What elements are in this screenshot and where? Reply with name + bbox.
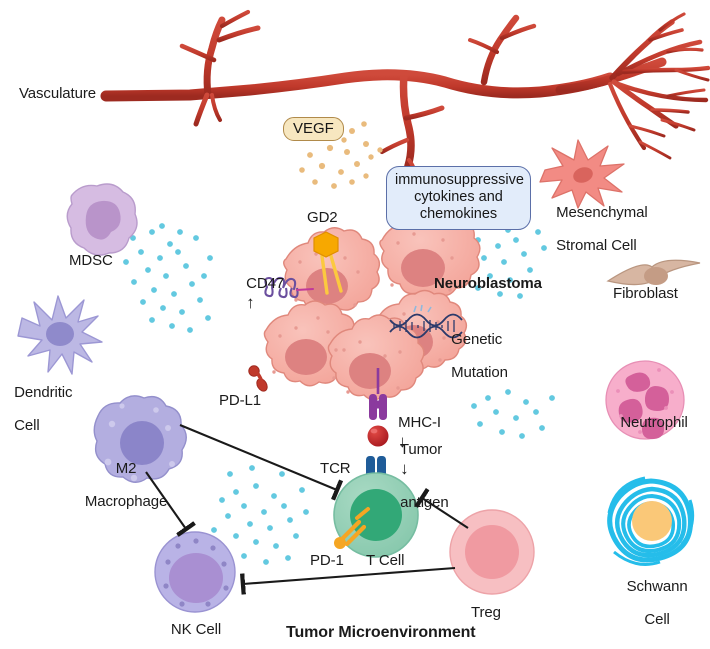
cytokine-box-line-1: immunosuppressive (395, 172, 524, 188)
tumor-antigen-marker (367, 425, 389, 447)
gd2-label: GD2 (307, 209, 338, 226)
mhc1-down-arrow-icon: ↓ (398, 431, 407, 451)
cd47-label-text: CD47 (246, 274, 285, 292)
figure-title: Tumor Microenvironment (286, 624, 476, 641)
m2-macrophage-label-line2: Macrophage (84, 493, 168, 511)
pdl1-marker (248, 365, 274, 392)
genetic-mutation-label-line1: Genetic (451, 330, 503, 348)
vasculature-label: Vasculature (19, 85, 96, 102)
neuroblastoma-label: Neuroblastoma (434, 275, 542, 292)
nk-cell-graphic (154, 531, 236, 613)
vasculature-graphic (100, 9, 710, 186)
vegf-badge: VEGF (283, 117, 344, 141)
genetic-mutation-label-line2: Mutation (451, 364, 508, 382)
mesenchymal-stromal-cell-label-line2: Stromal Cell (556, 237, 637, 255)
pdl1-label: PD-L1 (219, 392, 262, 409)
tcr-label: TCR (320, 460, 351, 477)
cd47-up-arrow-icon: ↑ (246, 292, 255, 312)
fibroblast-graphic (606, 259, 701, 286)
fibroblast-label: Fibroblast (613, 285, 678, 302)
m2-macrophage-label-line1: M2 (115, 459, 137, 477)
tumor-antigen-label-line1: Tumor (399, 440, 443, 458)
immunosuppressive-cytokines-box: immunosuppressive cytokines and chemokin… (386, 166, 531, 231)
mhc1-marker (369, 368, 387, 420)
neutrophil-label: Neutrophil (620, 414, 688, 431)
tumor-antigen-label-line2: antigen (400, 494, 449, 512)
schwann-cell-label-line2: Cell (644, 611, 670, 629)
pd1-marker (334, 507, 370, 549)
m2-macrophage-label: M2 Macrophage (67, 444, 177, 511)
cytokine-box-line-2: cytokines and (414, 189, 503, 206)
mhc1-label: MHC-I ↓ (390, 398, 441, 451)
dendritic-cell-label-line1: Dendritic (14, 383, 73, 401)
schwann-cell-label-line1: Schwann (626, 577, 688, 595)
cytokine-particles (115, 217, 555, 565)
pd1-label: PD-1 (310, 552, 344, 569)
mdsc-graphic (66, 183, 138, 256)
mesenchymal-stromal-cell-label-line1: Mesenchymal (556, 203, 648, 221)
treg-graphic (449, 509, 535, 595)
dendritic-cell-graphic (17, 295, 103, 375)
mhc1-label-text: MHC-I (398, 413, 441, 431)
mesenchymal-stromal-cell-label: Mesenchymal Stromal Cell (548, 188, 648, 255)
t-cell-label: T Cell (366, 552, 405, 569)
schwann-cell-graphic (607, 476, 695, 566)
tumor-antigen-down-arrow-icon: ↓ (400, 458, 409, 478)
schwann-cell-label: Schwann Cell (600, 562, 706, 629)
gd2-marker (313, 231, 343, 295)
mdsc-label: MDSC (69, 252, 113, 269)
tumor-antigen-label: Tumor ↓ antigen (392, 425, 449, 512)
treg-label: Treg (471, 604, 501, 621)
nk-cell-label: NK Cell (170, 621, 222, 638)
tcr-marker (366, 456, 386, 492)
dendritic-cell-label: Dendritic Cell (6, 368, 72, 435)
dendritic-cell-label-line2: Cell (14, 417, 40, 435)
genetic-mutation-label: Genetic Mutation (443, 315, 508, 382)
cytokine-box-line-3: chemokines (419, 206, 498, 223)
cd47-label: CD47 ↑ (238, 259, 284, 312)
schwann-cell-nucleus (632, 501, 672, 541)
